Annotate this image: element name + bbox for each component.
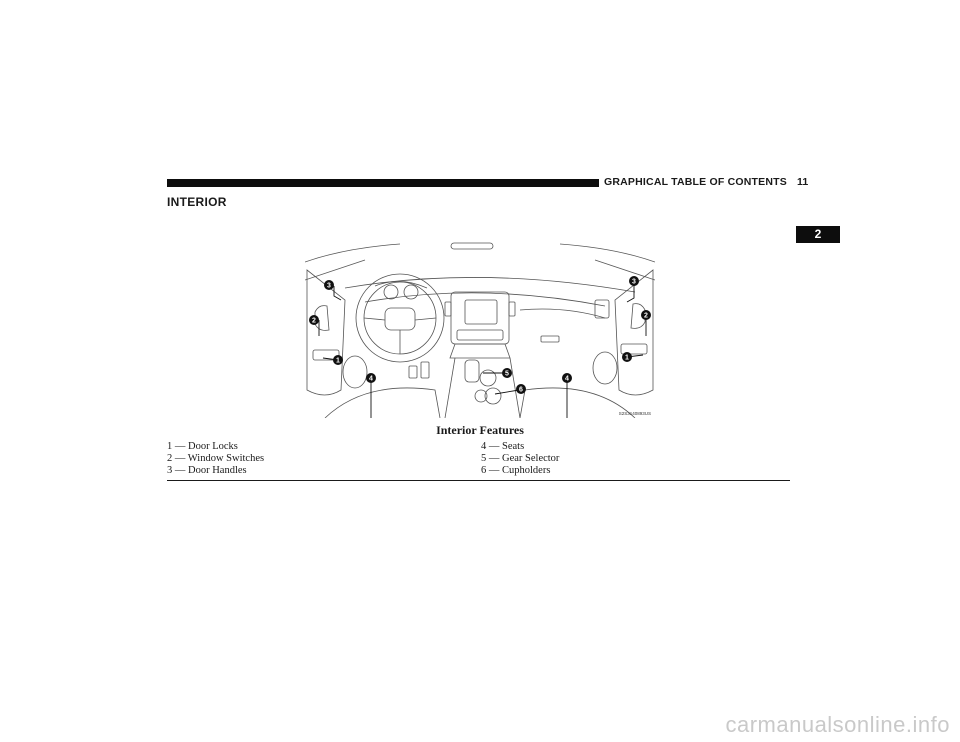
legend-item: 4 — Seats — [481, 441, 525, 452]
svg-text:6: 6 — [519, 387, 523, 394]
callout-3-left: 3 — [324, 280, 334, 290]
interior-line-drawing: 3 2 1 4 5 6 4 3 2 1 S2S3140893US — [304, 242, 656, 419]
legend-item: 3 — Door Handles — [167, 465, 247, 476]
svg-text:2: 2 — [644, 313, 648, 320]
callout-1-right: 1 — [622, 352, 632, 362]
legend: 1 — Door Locks 2 — Window Switches 3 — D… — [167, 441, 790, 477]
svg-text:3: 3 — [327, 283, 331, 290]
callout-2-right: 2 — [641, 310, 651, 320]
header-bar — [167, 179, 599, 187]
callout-3-right: 3 — [629, 276, 639, 286]
header-title: GRAPHICAL TABLE OF CONTENTS — [604, 176, 787, 188]
svg-text:3: 3 — [632, 279, 636, 286]
callout-4-right: 4 — [562, 373, 572, 383]
svg-text:1: 1 — [336, 358, 340, 365]
watermark: carmanualsonline.info — [725, 712, 950, 737]
running-header: GRAPHICAL TABLE OF CONTENTS 11 — [604, 176, 808, 188]
legend-item: 6 — Cupholders — [481, 465, 551, 476]
interior-illustration: 3 2 1 4 5 6 4 3 2 1 S2S3140893US — [304, 240, 656, 419]
legend-column-right: 4 — Seats 5 — Gear Selector 6 — Cupholde… — [481, 441, 781, 477]
callout-1-left: 1 — [333, 355, 343, 365]
callout-5: 5 — [502, 368, 512, 378]
callout-6: 6 — [516, 384, 526, 394]
legend-item: 5 — Gear Selector — [481, 453, 560, 464]
legend-item: 1 — Door Locks — [167, 441, 238, 452]
svg-text:4: 4 — [369, 376, 373, 383]
svg-text:5: 5 — [505, 371, 509, 378]
figure-caption: Interior Features — [436, 423, 524, 437]
legend-divider — [167, 480, 790, 481]
legend-item: 2 — Window Switches — [167, 453, 265, 464]
svg-text:1: 1 — [625, 355, 629, 362]
chapter-tab[interactable]: 2 — [796, 226, 840, 243]
callout-2-left: 2 — [309, 315, 319, 325]
svg-text:2: 2 — [312, 318, 316, 325]
image-code: S2S3140893US — [619, 411, 651, 416]
svg-text:4: 4 — [565, 376, 569, 383]
legend-column-left: 1 — Door Locks 2 — Window Switches 3 — D… — [167, 441, 467, 477]
page-number: 11 — [796, 176, 809, 188]
callout-4-left: 4 — [366, 373, 376, 383]
section-title: INTERIOR — [167, 195, 227, 209]
